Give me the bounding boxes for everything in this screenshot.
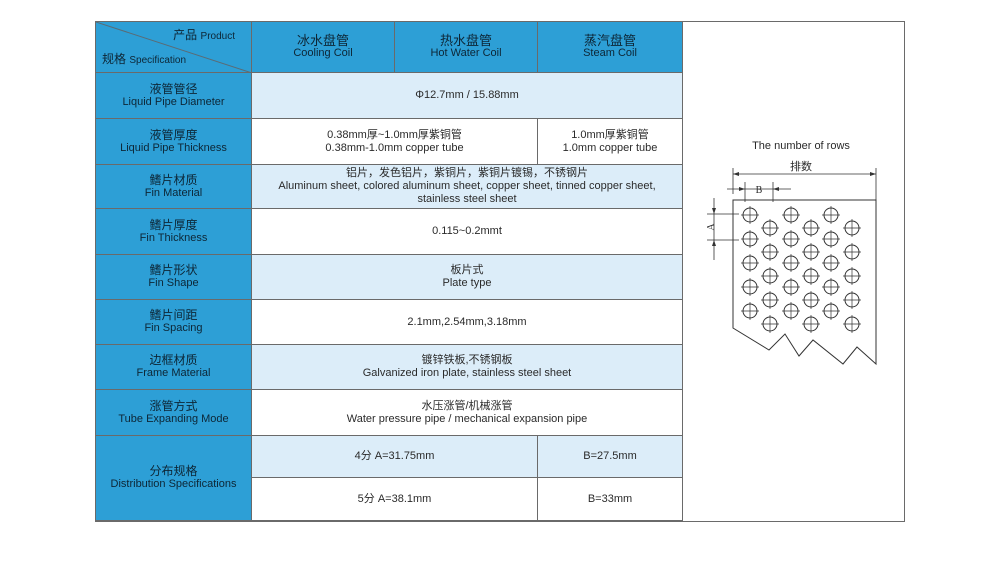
value-distribution-4-b: B=27.5mm — [537, 435, 683, 478]
value-distribution-5-a: 5分 A=38.1mm — [251, 477, 538, 521]
dim-b-arrow-right — [773, 187, 779, 191]
corner-spec-label: 规格 Specification — [102, 52, 187, 67]
tube-layout-diagram: The number of rows 排数 B A — [706, 140, 877, 366]
dim-b-label: B — [756, 185, 763, 196]
header-corner-cell: 产品 Product 规格 Specification — [95, 21, 252, 73]
value-distribution-5-b: B=33mm — [537, 477, 683, 521]
dim-a-arrow-bottom — [712, 240, 716, 246]
corner-product-label: 产品 Product — [173, 28, 235, 43]
diagram-title: The number of rows — [752, 140, 850, 152]
diagram-subtitle: 排数 — [790, 159, 812, 173]
tube-hole-grid — [741, 206, 861, 333]
dim-rows-arrow-left — [733, 172, 739, 176]
value-distribution-4-a: 4分 A=31.75mm — [251, 435, 538, 478]
dim-a-label: A — [706, 223, 717, 231]
value-fin-spacing: 2.1mm,2.54mm,3.18mm — [251, 299, 683, 345]
coil-panel-outline — [732, 199, 877, 366]
value-liquid-pipe-diameter: Φ12.7mm / 15.88mm — [251, 72, 683, 119]
value-fin-thickness: 0.115~0.2mmt — [251, 208, 683, 255]
dim-rows-arrow-right — [870, 172, 876, 176]
dim-b-arrow-left — [739, 187, 745, 191]
corner-diagonal — [96, 22, 250, 72]
dim-a-arrow-top — [712, 208, 716, 214]
